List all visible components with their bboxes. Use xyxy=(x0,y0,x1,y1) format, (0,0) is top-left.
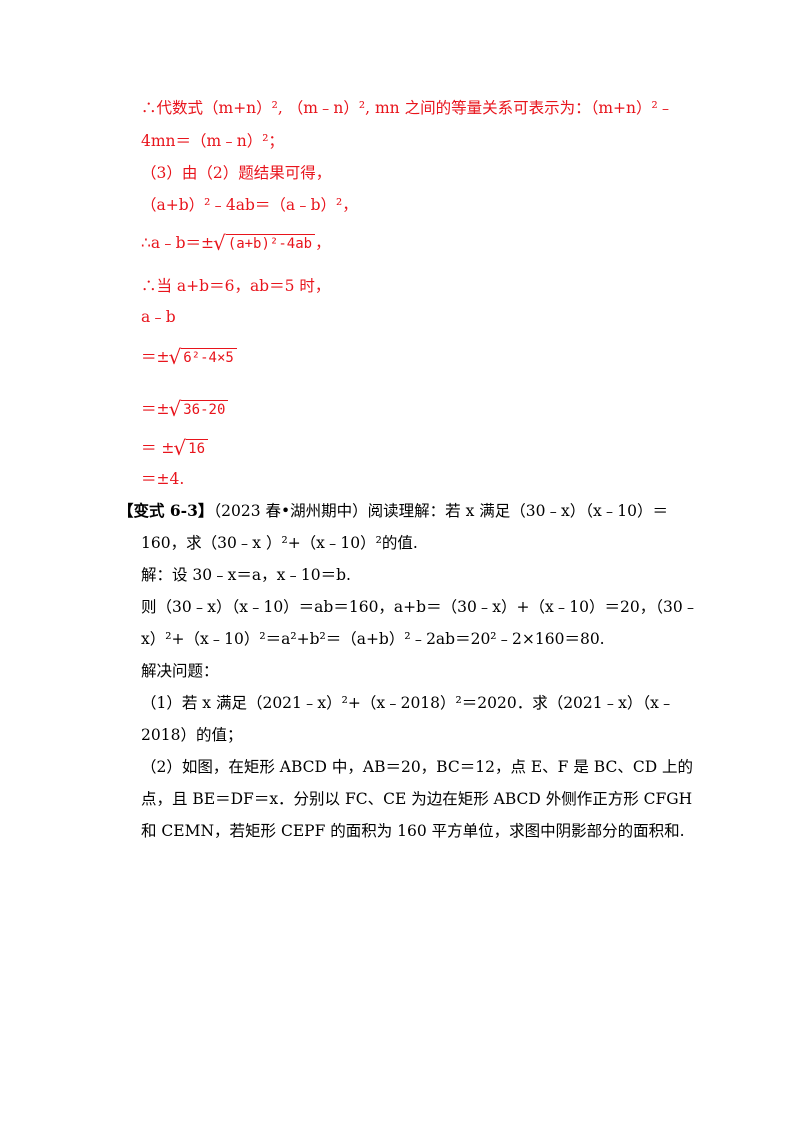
problem-line-2: 160，求（30﹣x ）²+（x﹣10）²的值. xyxy=(141,534,418,552)
sqrt-icon: √ xyxy=(168,397,182,421)
problem-line-1-text: （2023 春•湖州期中）阅读理解：若 x 满足（30﹣x）（x﹣10）＝ xyxy=(213,502,668,520)
solution-line-5-prefix: ∴a﹣b＝± xyxy=(141,234,215,252)
problem-line-4: 则（30﹣x）（x﹣10）＝ab＝160，a+b＝（30﹣x）+（x﹣10）＝2… xyxy=(141,598,699,616)
sqrt-icon: √ xyxy=(173,436,187,460)
solution-line-6: ∴当 a+b＝6，ab＝5 时， xyxy=(141,277,331,295)
solution-line-3: （3）由（2）题结果可得， xyxy=(141,164,332,182)
problem-line-1: 【变式 6-3】（2023 春•湖州期中）阅读理解：若 x 满足（30﹣x）（x… xyxy=(118,501,668,521)
solution-line-7: a﹣b xyxy=(141,308,176,326)
solution-line-2: 4mn＝（m﹣n）²； xyxy=(141,132,284,150)
solution-line-10: ＝ ±√16 xyxy=(141,436,209,460)
sqrt-icon: √ xyxy=(213,231,226,255)
solution-line-5: ∴a﹣b＝±√(a+b)²-4ab， xyxy=(141,233,331,253)
solution-line-4: （a+b）²﹣4ab＝（a﹣b）²， xyxy=(141,196,358,214)
problem-tag: 【变式 6-3】 xyxy=(118,501,214,520)
solution-line-9-prefix: ＝± xyxy=(141,400,170,418)
solution-line-9-radicand: 36-20 xyxy=(181,400,229,419)
solution-line-8-radicand: 6²-4×5 xyxy=(181,348,237,367)
solution-line-8-prefix: ＝± xyxy=(141,348,170,366)
problem-line-3: 解：设 30﹣x＝a，x﹣10＝b. xyxy=(141,566,351,584)
solution-line-11: ＝±4. xyxy=(141,470,185,488)
problem-line-5: x）²+（x﹣10）²＝a²+b²＝（a+b）²﹣2ab＝20²﹣2×160＝8… xyxy=(141,630,605,648)
solution-line-5-suffix: ， xyxy=(315,234,331,252)
sqrt-icon: √ xyxy=(168,345,182,369)
problem-line-9: （2）如图，在矩形 ABCD 中，AB＝20，BC＝12，点 E、F 是 BC、… xyxy=(141,758,694,776)
problem-line-10: 点，且 BE＝DF＝x．分别以 FC、CE 为边在矩形 ABCD 外侧作正方形 … xyxy=(141,790,693,808)
solution-line-8: ＝±√6²-4×5 xyxy=(141,347,237,367)
solution-line-10-prefix: ＝ ± xyxy=(141,439,175,457)
problem-line-7: （1）若 x 满足（2021﹣x）²+（x﹣2018）²＝2020．求（2021… xyxy=(141,694,675,712)
solution-line-10-radicand: 16 xyxy=(186,439,209,458)
problem-line-11: 和 CEMN，若矩形 CEPF 的面积为 160 平方单位，求图中阴影部分的面积… xyxy=(141,822,685,840)
solution-line-1: ∴代数式（m+n）², （m﹣n）², mn 之间的等量关系可表示为：（m+n）… xyxy=(141,99,674,117)
solution-line-9: ＝±√36-20 xyxy=(141,397,229,421)
problem-line-8: 2018）的值； xyxy=(141,726,243,744)
solution-line-5-radicand: (a+b)²-4ab xyxy=(225,234,316,253)
problem-line-6: 解决问题： xyxy=(141,662,219,680)
